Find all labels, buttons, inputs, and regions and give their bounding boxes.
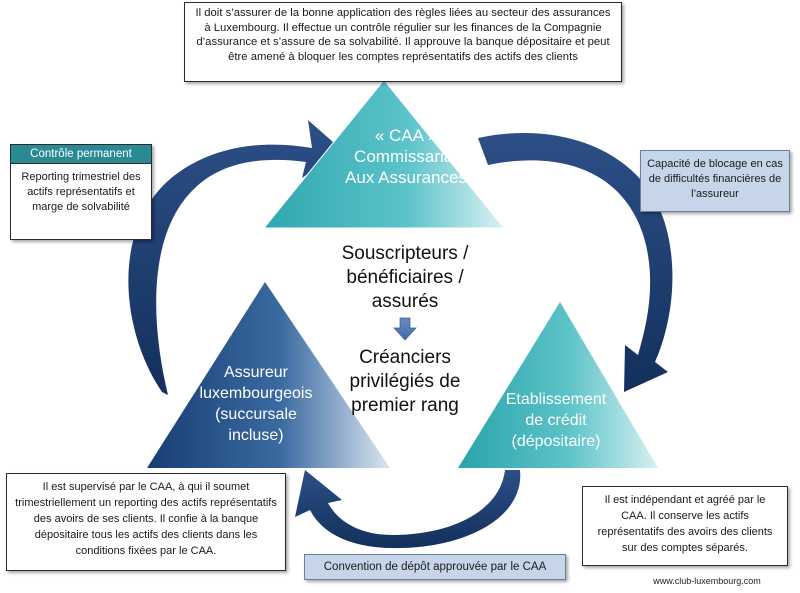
assureur-line4: incluse) (228, 427, 283, 444)
etablissement-line1: Etablissement (506, 391, 607, 408)
arrow-caa-to-etablissement (478, 132, 673, 392)
assureur-description-box: Il est supervisé par le CAA, à qui il so… (6, 473, 286, 571)
arrow-etablissement-to-assureur (295, 470, 521, 549)
assureur-line2: luxembourgeois (200, 385, 313, 402)
capacite-blocage-text: Capacité de blocage en cas de difficulté… (647, 158, 783, 200)
assureur-line1: Assureur (224, 364, 289, 381)
center-line2: bénéficiaires / (346, 267, 464, 288)
assureur-triangle (147, 282, 390, 468)
down-arrow-icon (393, 317, 417, 341)
capacite-blocage-box: Capacité de blocage en cas de difficulté… (640, 150, 790, 212)
footer-url: www.club-luxembourg.com (652, 576, 761, 586)
center-line4: Créanciers (359, 347, 451, 368)
convention-depot-text: Convention de dépôt approuvée par le CAA (323, 561, 547, 573)
etablissement-line2: de crédit (525, 412, 587, 429)
caa-description-box: Il doit s’assurer de la bonne applicatio… (184, 2, 622, 82)
caa-description-text: Il doit s’assurer de la bonne applicatio… (195, 7, 611, 63)
controle-permanent-header: Contrôle permanent (11, 145, 151, 164)
etablissement-description-box: Il est indépendant et agréé par le CAA. … (582, 486, 788, 566)
etablissement-line3: (dépositaire) (512, 433, 601, 450)
controle-permanent-text: Reporting trimestriel des actifs représe… (21, 171, 141, 213)
caa-label-line3: Aux Assurances (345, 168, 467, 187)
etablissement-description-text: Il est indépendant et agréé par le CAA. … (597, 494, 773, 554)
arrow-assureur-to-caa (128, 120, 342, 395)
convention-depot-box: Convention de dépôt approuvée par le CAA (304, 554, 566, 580)
center-line1: Souscripteurs / (342, 243, 469, 264)
center-line3: assurés (372, 291, 439, 312)
center-line5: privilégiés de (350, 371, 461, 392)
caa-label-line2: Commissariat (354, 147, 458, 166)
caa-triangle (262, 79, 506, 229)
center-line6: premier rang (351, 395, 459, 416)
assureur-description-text: Il est supervisé par le CAA, à qui il so… (15, 481, 277, 557)
etablissement-triangle (458, 302, 658, 468)
caa-label-line1: « CAA » (375, 126, 437, 145)
assureur-line3: (succursale (215, 406, 297, 423)
controle-permanent-box: Contrôle permanent Reporting trimestriel… (10, 144, 152, 240)
